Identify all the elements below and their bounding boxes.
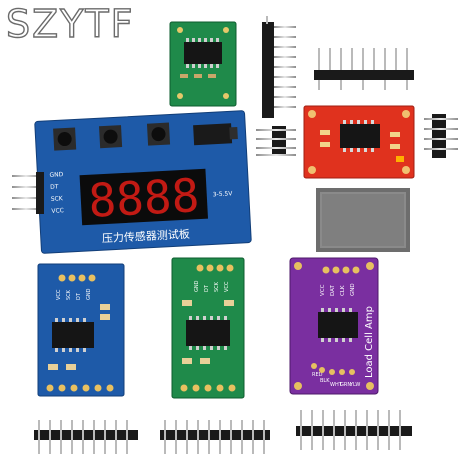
small-pin-header-right xyxy=(424,114,458,158)
label-gnd: GND xyxy=(49,171,63,179)
blue-pin-vcc: VCC xyxy=(56,289,62,300)
amp-pin-red: RED xyxy=(312,372,323,378)
amp-pin-gnd: GND xyxy=(350,283,356,296)
small-green-hx711-board xyxy=(169,21,237,107)
bottom-pin-header-left xyxy=(34,420,138,454)
vertical-pin-header xyxy=(262,16,296,118)
amp-pin-blk: BLK xyxy=(320,378,330,384)
bottom-pin-header-right xyxy=(296,410,412,450)
green-hx711-board: GND DT SCK VCC xyxy=(171,257,245,399)
green-pin-sck: SCK xyxy=(214,281,220,292)
amp-title: Load Cell Amp xyxy=(364,306,375,378)
shield-cover-plate xyxy=(316,188,410,252)
label-dt: DT xyxy=(50,183,59,190)
board-title-chinese: 压力传感器测试板 xyxy=(102,227,191,246)
seven-segment-display: 8888 xyxy=(87,168,200,228)
amp-pin-ylw: YLW xyxy=(349,382,360,388)
amp-pin-dat: DAT xyxy=(330,285,336,296)
pressure-sensor-test-board: 8888 GND DT SCK VCC 3-5.5V 压力传感器测试板 xyxy=(12,110,252,254)
green-pin-dt: DT xyxy=(204,284,210,292)
blue-pin-sck: SCK xyxy=(66,289,72,300)
brand-logo: SZYTF xyxy=(5,1,135,46)
blue-pin-dt: DT xyxy=(76,292,82,300)
blue-hx711-board: VCC SCK DT GND xyxy=(37,263,125,397)
horizontal-pin-header-top xyxy=(314,48,414,90)
blue-pin-gnd: GND xyxy=(86,288,92,300)
bottom-pin-header-middle xyxy=(160,420,270,454)
amp-pin-vcc: VCC xyxy=(320,284,326,296)
label-vcc: VCC xyxy=(51,207,64,215)
green-pin-gnd: GND xyxy=(194,280,200,292)
amp-pin-clk: CLK xyxy=(340,285,346,296)
small-pin-header-left xyxy=(256,126,296,156)
green-pin-vcc: VCC xyxy=(224,281,230,292)
red-hx711-board xyxy=(303,105,415,179)
amp-pin-grn: GRN xyxy=(340,382,351,388)
label-voltage-range: 3-5.5V xyxy=(213,190,234,198)
amp-pin-wht: WHT xyxy=(330,382,343,388)
label-sck: SCK xyxy=(51,195,64,203)
load-cell-amp-board: VCC DAT CLK GND Load Cell Amp RED BLK WH… xyxy=(289,257,379,395)
